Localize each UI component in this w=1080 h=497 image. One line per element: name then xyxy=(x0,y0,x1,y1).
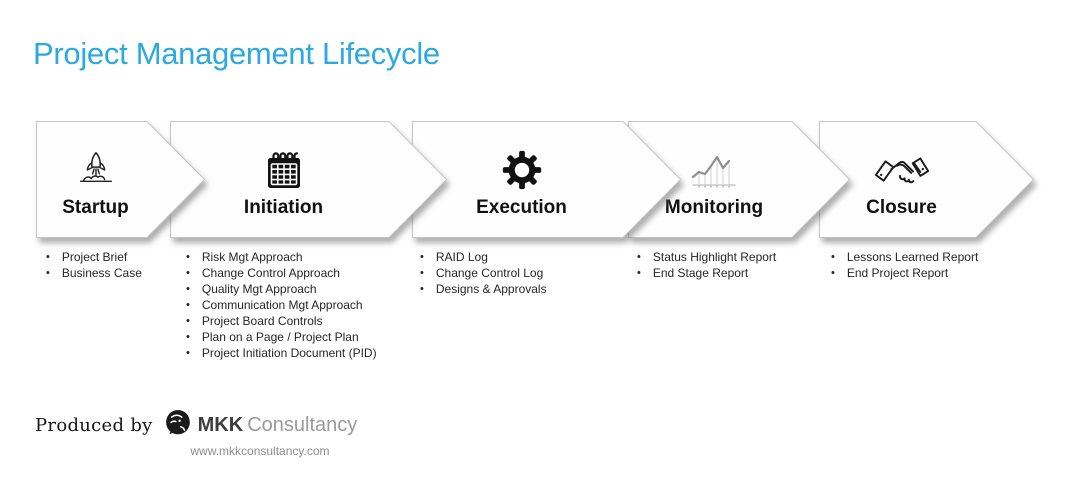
list-item: Change Control Log xyxy=(420,265,547,281)
chevron-arrow-shape xyxy=(36,121,206,238)
handshake-icon xyxy=(872,141,932,193)
list-item: Lessons Learned Report xyxy=(831,249,978,265)
list-item: Quality Mgt Approach xyxy=(186,281,377,297)
deliverables-execution: RAID Log Change Control Log Designs & Ap… xyxy=(420,249,547,297)
stage-label: Monitoring xyxy=(664,196,764,218)
brand-website: www.mkkconsultancy.com xyxy=(190,444,330,458)
stage-chevron-startup: Startup xyxy=(36,121,206,238)
list-item: End Project Report xyxy=(831,265,978,281)
stage-chevron-closure: Closure xyxy=(819,121,1035,238)
chevron-arrow-shape xyxy=(819,121,1035,238)
deliverables-startup: Project Brief Business Case xyxy=(46,249,142,281)
list-item: End Stage Report xyxy=(637,265,776,281)
line-chart-icon xyxy=(685,141,743,193)
stage-chevron-initiation: Initiation xyxy=(170,121,448,238)
chevron-arrow-shape xyxy=(170,121,448,238)
deliverables-closure: Lessons Learned Report End Project Repor… xyxy=(831,249,978,281)
brand-name-light: Consultancy xyxy=(247,414,358,436)
deliverables-initiation: Risk Mgt Approach Change Control Approac… xyxy=(186,249,377,361)
rocket-launch-icon xyxy=(73,141,119,193)
list-item: RAID Log xyxy=(420,249,547,265)
list-item: Business Case xyxy=(46,265,142,281)
stage-label: Initiation xyxy=(243,196,324,218)
list-item: Designs & Approvals xyxy=(420,281,547,297)
list-item: Project Board Controls xyxy=(186,313,377,329)
calendar-icon xyxy=(261,141,307,193)
list-item: Project Brief xyxy=(46,249,142,265)
lion-logo xyxy=(163,408,193,443)
stage-chevron-execution: Execution xyxy=(412,121,682,238)
brand-name-bold: MKK xyxy=(197,414,244,436)
list-item: Project Initiation Document (PID) xyxy=(186,345,377,361)
list-item: Plan on a Page / Project Plan xyxy=(186,329,377,345)
list-item: Communication Mgt Approach xyxy=(186,297,377,313)
list-item: Risk Mgt Approach xyxy=(186,249,377,265)
deliverables-monitoring: Status Highlight Report End Stage Report xyxy=(637,249,776,281)
stage-label: Startup xyxy=(62,196,129,218)
page-title: Project Management Lifecycle xyxy=(33,36,440,71)
gear-icon xyxy=(499,141,545,193)
stage-label: Closure xyxy=(866,196,937,218)
list-item: Status Highlight Report xyxy=(637,249,776,265)
stage-label: Execution xyxy=(476,196,567,218)
produced-by-label: Produced by xyxy=(35,415,153,436)
chevron-arrow-shape xyxy=(412,121,682,238)
list-item: Change Control Approach xyxy=(186,265,377,281)
